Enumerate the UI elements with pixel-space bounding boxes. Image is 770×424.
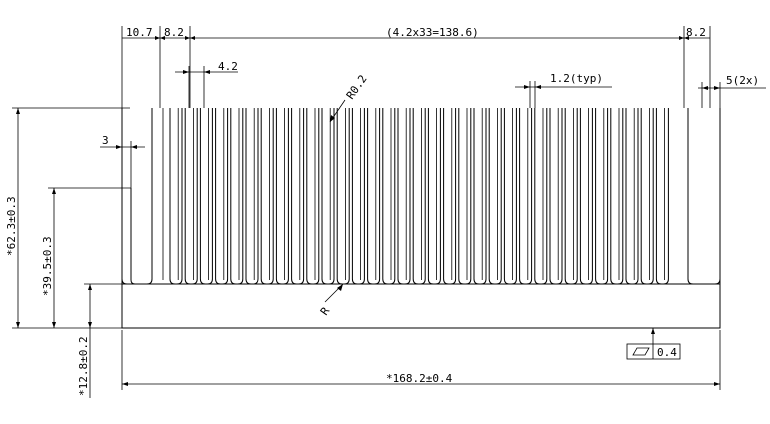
- dim-top-gap-right: 8.2: [686, 26, 706, 39]
- top-dimensions: [121, 26, 766, 123]
- fin: [519, 108, 533, 285]
- fin: [564, 108, 578, 285]
- fin: [306, 108, 320, 285]
- root-radius-leader: [324, 283, 344, 303]
- fin: [275, 108, 289, 285]
- fin: [321, 108, 335, 285]
- fin: [610, 108, 624, 285]
- dim-root-radius: R: [318, 305, 333, 318]
- flatness-icon: [632, 347, 650, 356]
- fin: [291, 108, 305, 285]
- fin: [625, 108, 639, 285]
- fin: [351, 108, 365, 285]
- fin: [184, 108, 198, 285]
- fin: [473, 108, 487, 285]
- left-wall: [130, 188, 136, 285]
- fin: [367, 108, 381, 285]
- fin: [245, 108, 259, 285]
- fin: [397, 108, 411, 285]
- dim-top-left-offset: 10.7: [126, 26, 153, 39]
- fin: [595, 108, 609, 285]
- tolerance-value: 0.4: [657, 346, 677, 359]
- left-dimensions: [12, 107, 131, 398]
- fin: [230, 108, 244, 285]
- dim-wall: 3: [102, 134, 109, 147]
- fin: [412, 108, 426, 285]
- fin: [336, 108, 350, 285]
- fin: [655, 108, 669, 285]
- dim-fin-thickness: 1.2(typ): [550, 72, 603, 85]
- flatness-tolerance-frame: [626, 328, 681, 360]
- dim-overall-height: *62.3±0.3: [5, 196, 18, 256]
- heatsink-profile: [121, 108, 721, 329]
- fin: [503, 108, 517, 285]
- fin: [443, 108, 457, 285]
- fin: [215, 108, 229, 285]
- fin: [488, 108, 502, 285]
- fin: [640, 108, 654, 285]
- fin: [549, 108, 563, 285]
- dim-tip-radius: R0.2: [344, 73, 370, 102]
- wall-dimension: [100, 141, 145, 188]
- bottom-dimension: [121, 330, 721, 390]
- dim-base-height: *12.8±0.2: [77, 336, 90, 396]
- fin: [534, 108, 548, 285]
- fin: [427, 108, 441, 285]
- dim-fin-pitch: 4.2: [218, 60, 238, 73]
- fin: [169, 108, 183, 285]
- fin: [579, 108, 593, 285]
- dim-fin-height: *39.5±0.3: [41, 236, 54, 296]
- fin: [687, 108, 721, 285]
- dim-top-gap-left: 8.2: [164, 26, 184, 39]
- fin: [382, 108, 396, 285]
- dim-top-pitch-total: (4.2x33=138.6): [386, 26, 479, 39]
- fin: [121, 108, 153, 285]
- dim-outer-fin: 5(2x): [726, 74, 759, 87]
- dim-overall-width: *168.2±0.4: [386, 372, 453, 385]
- fin: [260, 108, 274, 285]
- fin: [458, 108, 472, 285]
- fin: [199, 108, 213, 285]
